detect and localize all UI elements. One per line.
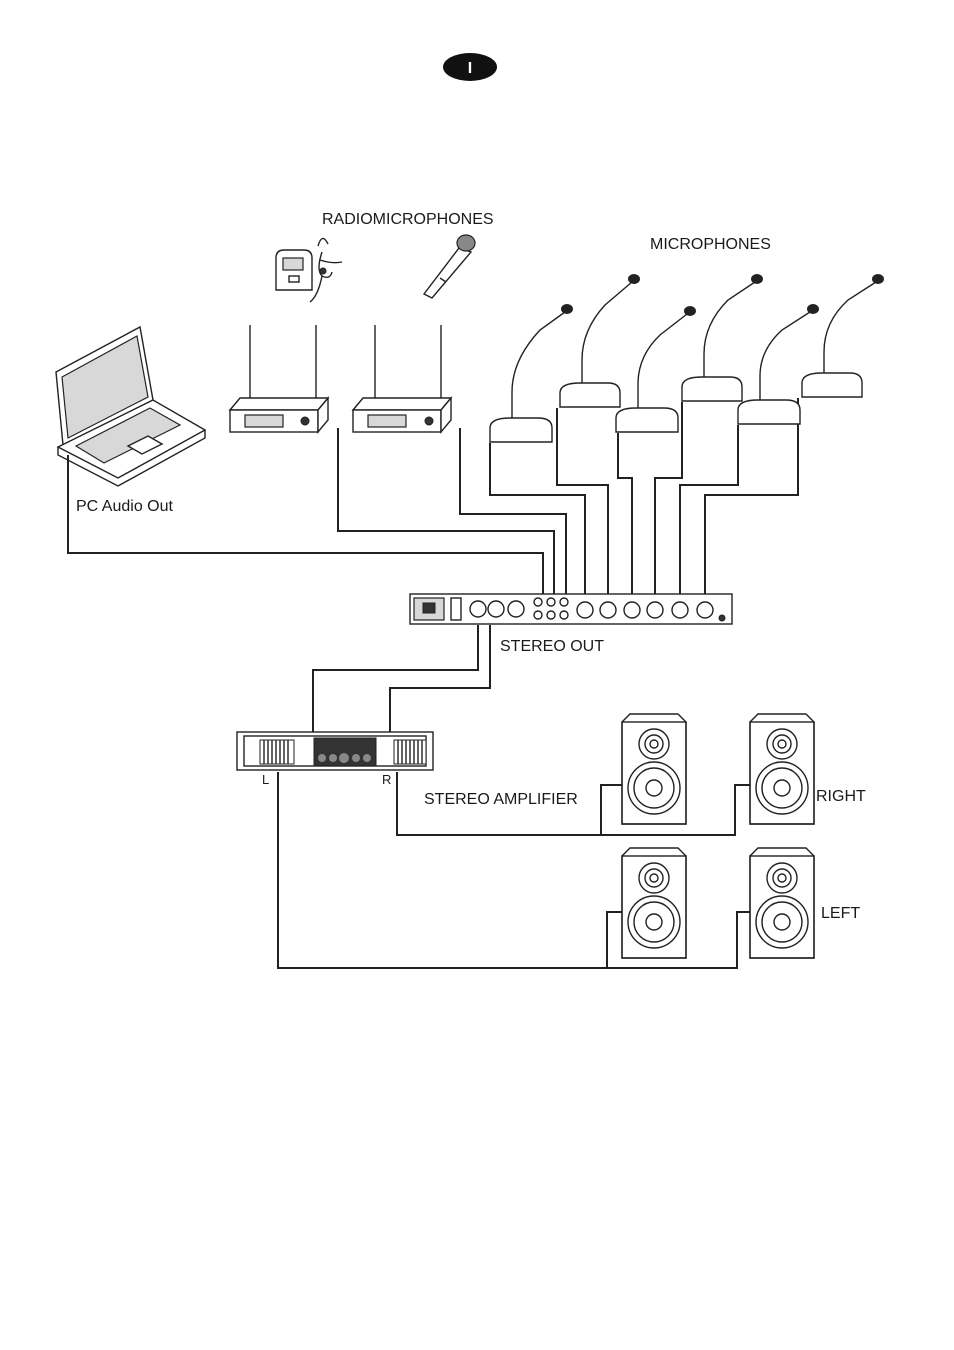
gooseneck-microphone-1	[489, 304, 573, 443]
label-stereo-amplifier: STEREO AMPLIFIER	[424, 791, 578, 808]
cable-amp-right-speakers	[396, 772, 750, 836]
label-microphones: MICROPHONES	[650, 236, 771, 253]
laptop-icon	[55, 325, 207, 487]
label-pc-audio-out: PC Audio Out	[76, 498, 174, 515]
handheld-microphone-icon	[422, 234, 476, 299]
cable-receiver-1	[337, 428, 555, 596]
gooseneck-microphone-2	[559, 274, 640, 408]
label-right: RIGHT	[816, 788, 866, 805]
mixer-rear-panel	[409, 593, 733, 625]
speaker-right-1	[621, 713, 687, 825]
speaker-right-2	[749, 713, 815, 825]
cable-mic-3	[617, 433, 633, 596]
page-badge: I	[443, 53, 497, 81]
label-amp-left: L	[262, 772, 269, 787]
gooseneck-microphone-5	[737, 304, 819, 425]
cable-stereo-out-left	[312, 625, 479, 735]
label-radiomicrophones: RADIOMICROPHONES	[322, 211, 494, 228]
cable-mic-4	[654, 402, 683, 596]
bodypack-transmitter-icon	[275, 237, 343, 303]
cables	[67, 398, 799, 969]
label-stereo-out: STEREO OUT	[500, 638, 604, 655]
cable-stereo-out-right	[389, 625, 491, 735]
cable-mic-6	[704, 398, 799, 596]
cable-mic-1	[489, 443, 586, 596]
cable-mic-5	[679, 425, 739, 596]
label-amp-right: R	[382, 772, 391, 787]
cable-mic-2	[556, 408, 609, 596]
page-badge-text: I	[468, 60, 472, 77]
speaker-left-1	[621, 847, 687, 959]
label-left: LEFT	[821, 905, 860, 922]
gooseneck-microphone-4	[681, 274, 763, 402]
cable-receiver-2	[459, 428, 567, 596]
gooseneck-microphone-6	[801, 274, 884, 398]
stereo-amplifier	[236, 731, 434, 771]
cable-pc-audio	[67, 455, 544, 596]
wireless-receiver-2	[351, 325, 453, 434]
wireless-receiver-1	[228, 325, 330, 434]
speaker-left-2	[749, 847, 815, 959]
gooseneck-microphone-3	[615, 306, 696, 433]
cable-amp-left-speakers	[277, 772, 750, 969]
